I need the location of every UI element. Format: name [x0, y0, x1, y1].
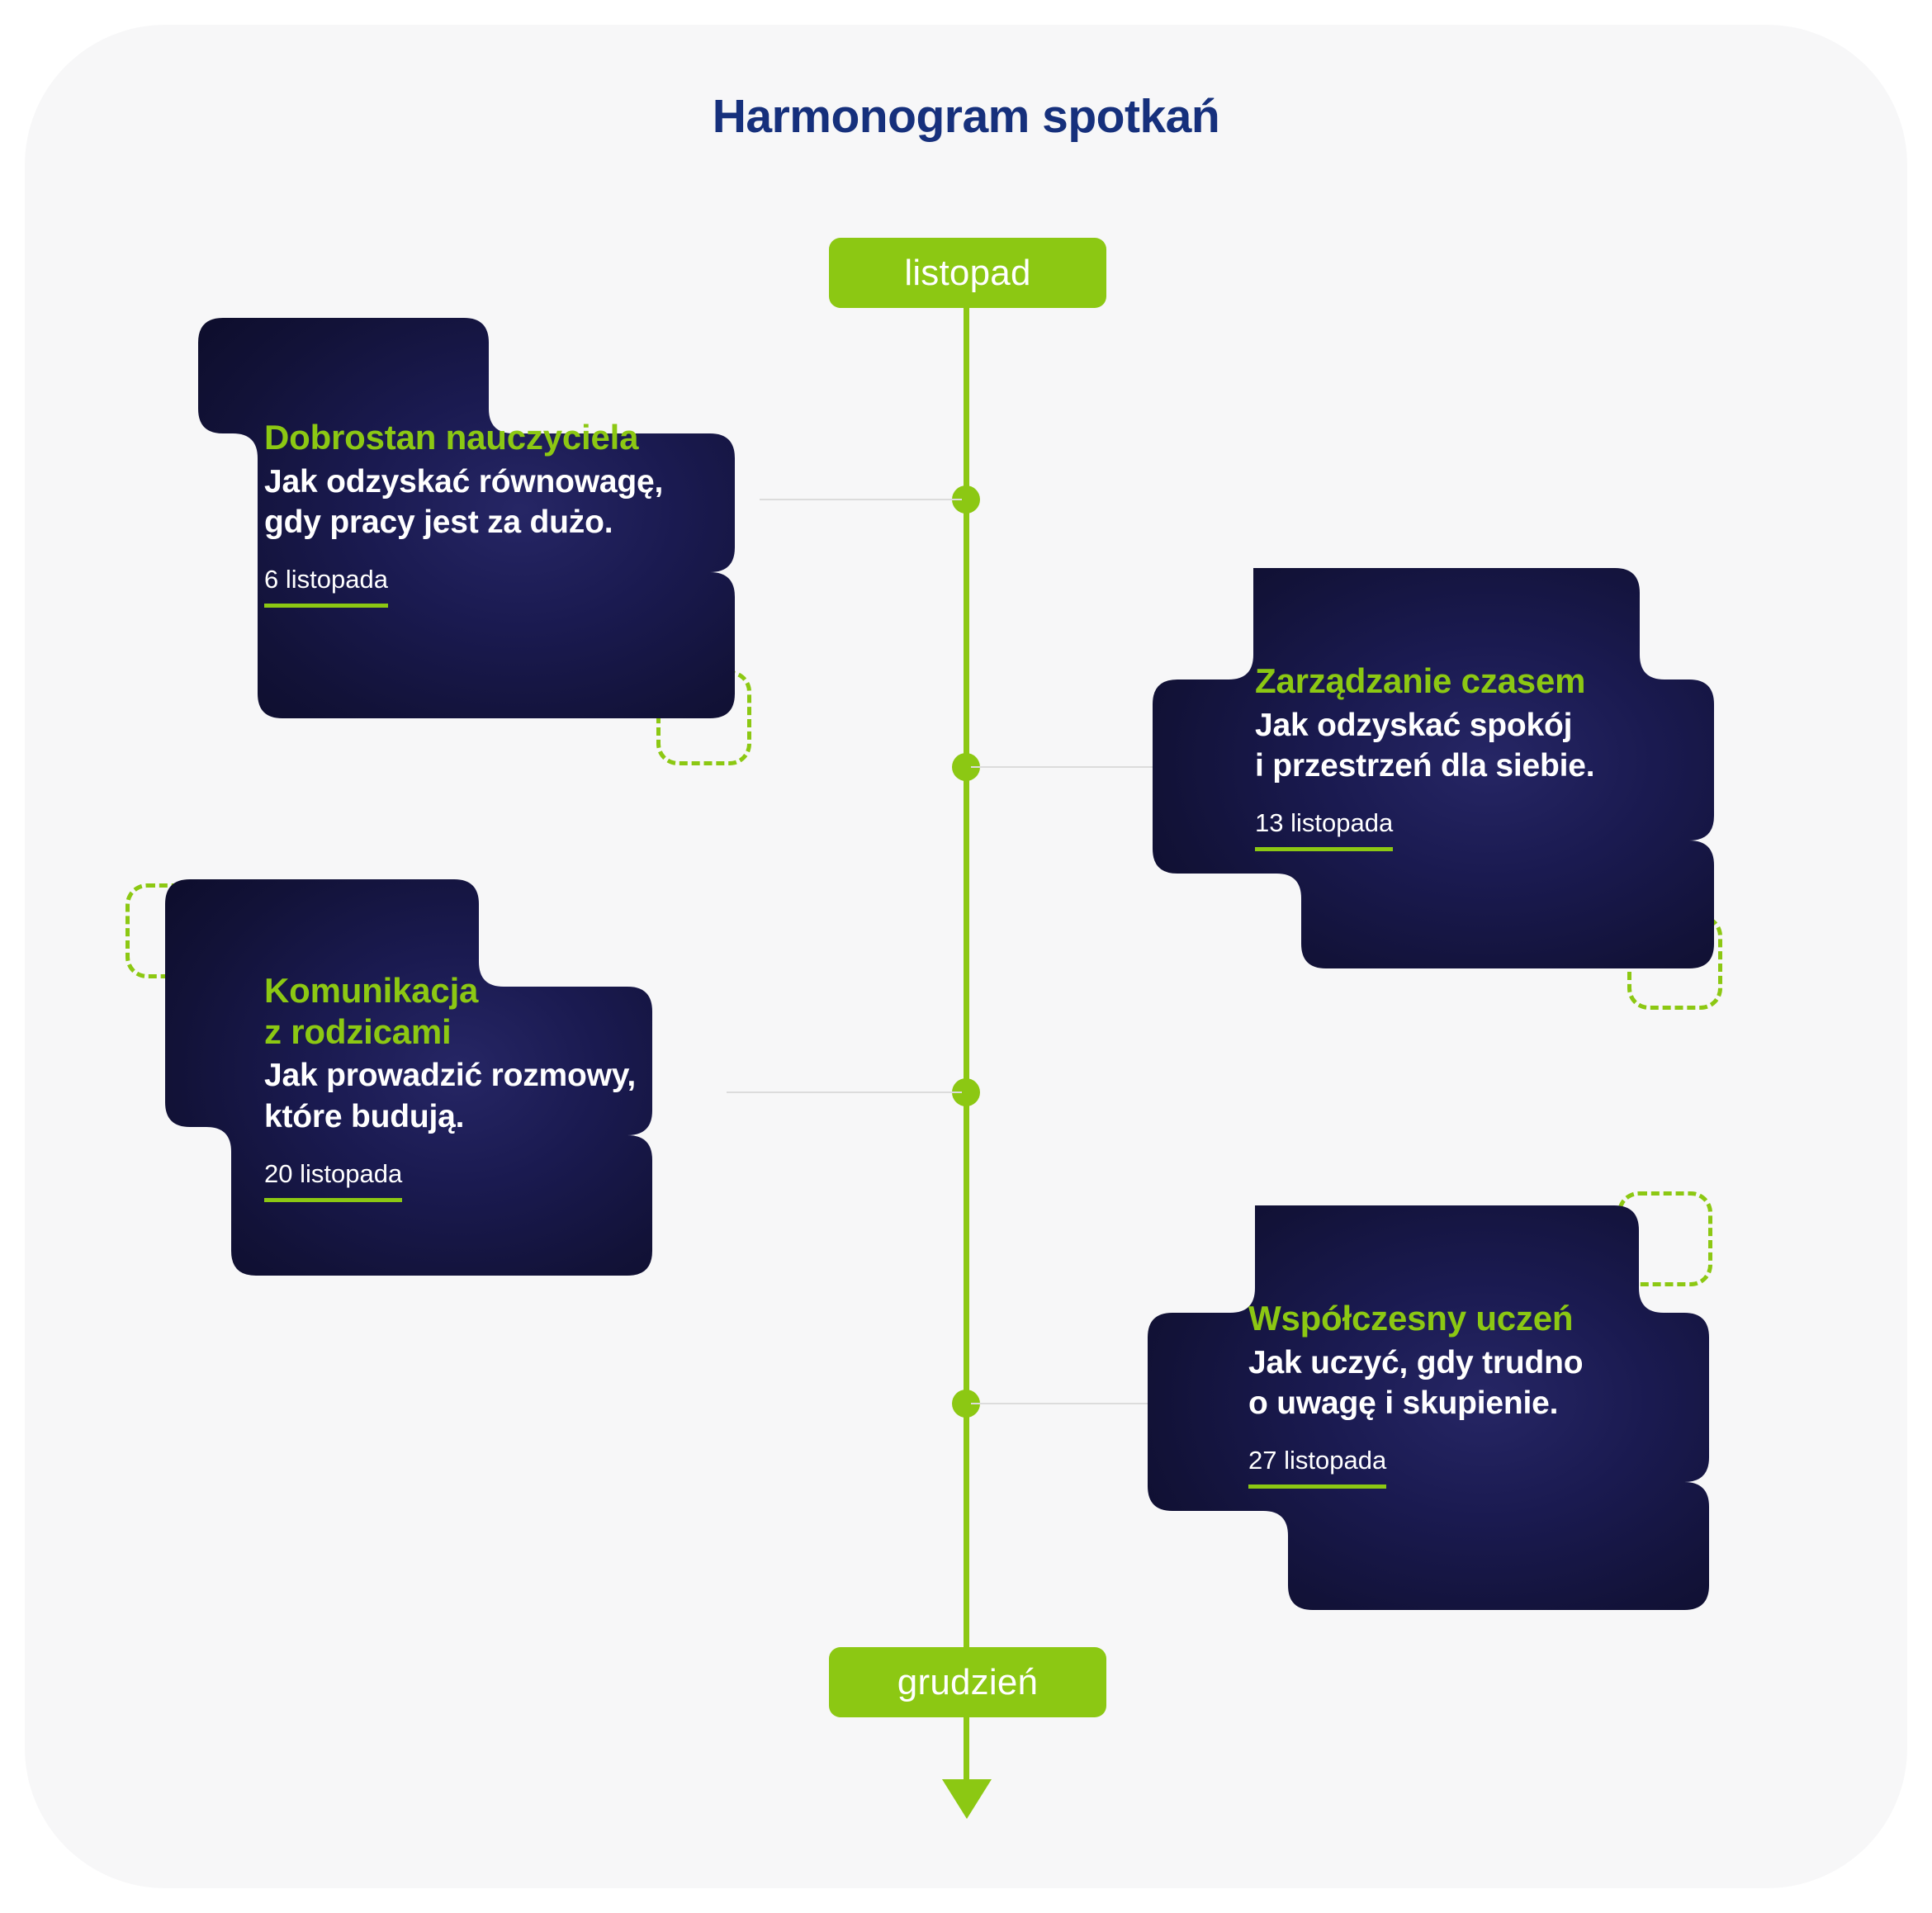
event-card-3-date: 20 listopada [264, 1159, 403, 1202]
event-card-2-date: 13 listopada [1255, 808, 1394, 852]
event-card-1-date: 6 listopada [264, 565, 388, 608]
event-card-4-shape [1148, 1205, 1709, 1610]
event-card-2-title: Zarządzanie czasem [1255, 661, 1586, 700]
connector-line-4 [971, 1403, 1148, 1404]
event-card-4-subtitle: Jak uczyć, gdy trudno o uwagę i skupieni… [1248, 1344, 1584, 1422]
timeline-start-chip[interactable]: listopad [829, 238, 1106, 308]
connector-line-2 [971, 766, 1153, 768]
event-card-1-subtitle: Jak odzyskać równowagę, gdy pracy jest z… [264, 463, 664, 541]
event-card-3-title: Komunikacja z rodzicami [264, 971, 479, 1051]
event-card-2-subtitle: Jak odzyskać spokój i przestrzeń dla sie… [1255, 707, 1595, 784]
timeline-end-chip[interactable]: grudzień [829, 1647, 1106, 1717]
event-card-3-subtitle: Jak prowadzić rozmowy, które budują. [264, 1058, 637, 1134]
connector-line-1 [760, 499, 962, 500]
page-title: Harmonogram spotkań [712, 90, 1220, 143]
connector-line-3 [727, 1091, 962, 1093]
event-card-1-shape [198, 318, 735, 718]
event-card-2-shape [1153, 568, 1714, 968]
timeline-axis [964, 281, 969, 1792]
event-card-4-date: 27 listopada [1248, 1446, 1387, 1489]
event-card-3-shape [165, 879, 652, 1276]
timeline-arrow-icon [942, 1779, 992, 1819]
event-card-1-title: Dobrostan nauczyciela [264, 418, 639, 457]
event-card-4-title: Współczesny uczeń [1248, 1299, 1574, 1338]
